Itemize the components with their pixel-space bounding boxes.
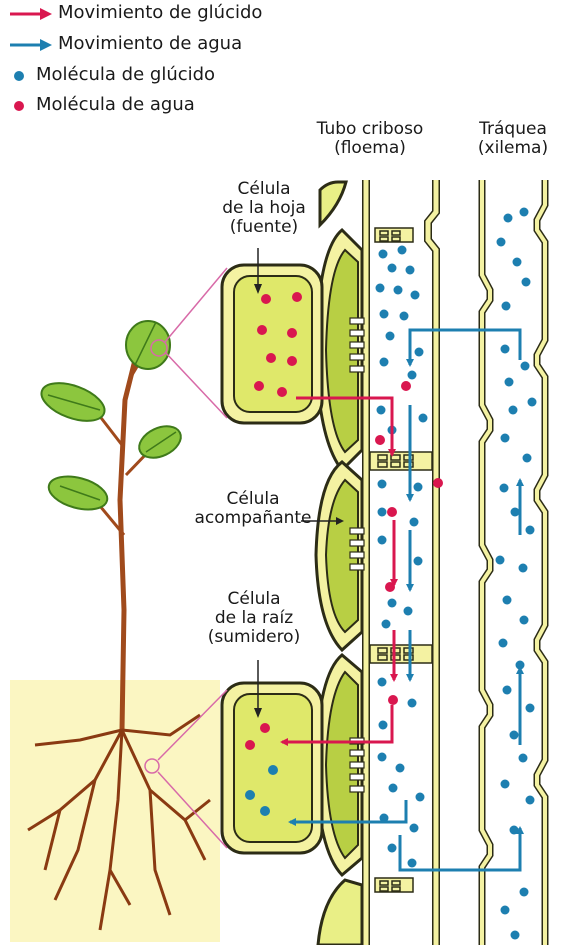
root-cell-label: Célula de la raíz (sumidero): [186, 590, 322, 647]
sieve-plate: [370, 645, 432, 663]
leaf-cell-label-line3: (fuente): [206, 218, 322, 237]
companion-cell-label-line1: Célula: [188, 490, 318, 509]
sieve-tube: [366, 180, 436, 945]
leaf-cell-label: Célula de la hoja (fuente): [206, 180, 322, 237]
root-cell-label-line1: Célula: [186, 590, 322, 609]
leaf-cell-label-line2: de la hoja: [206, 199, 322, 218]
root-cell: [222, 683, 322, 853]
companion-cell-label: Célula acompañante: [188, 490, 318, 528]
phloem-title-line1: Tubo criboso: [300, 120, 440, 139]
xylem-title: Tráquea (xilema): [458, 120, 568, 158]
zoom-line: [165, 352, 227, 418]
root-cell-label-line2: de la raíz: [186, 609, 322, 628]
zoom-line: [165, 268, 227, 342]
companion-cell-label-line2: acompañante: [188, 509, 318, 528]
phloem-title-line2: (floema): [300, 139, 440, 158]
sieve-plate: [370, 452, 432, 470]
leaf-cell-label-line1: Célula: [206, 180, 322, 199]
leaf: [37, 321, 186, 515]
phloem-title: Tubo criboso (floema): [300, 120, 440, 158]
xylem-title-line2: (xilema): [458, 139, 568, 158]
soil: [10, 680, 220, 942]
sieve-plate: [375, 228, 413, 242]
xylem-title-line1: Tráquea: [458, 120, 568, 139]
sieve-plate: [375, 878, 413, 892]
root-cell-label-line3: (sumidero): [186, 628, 322, 647]
